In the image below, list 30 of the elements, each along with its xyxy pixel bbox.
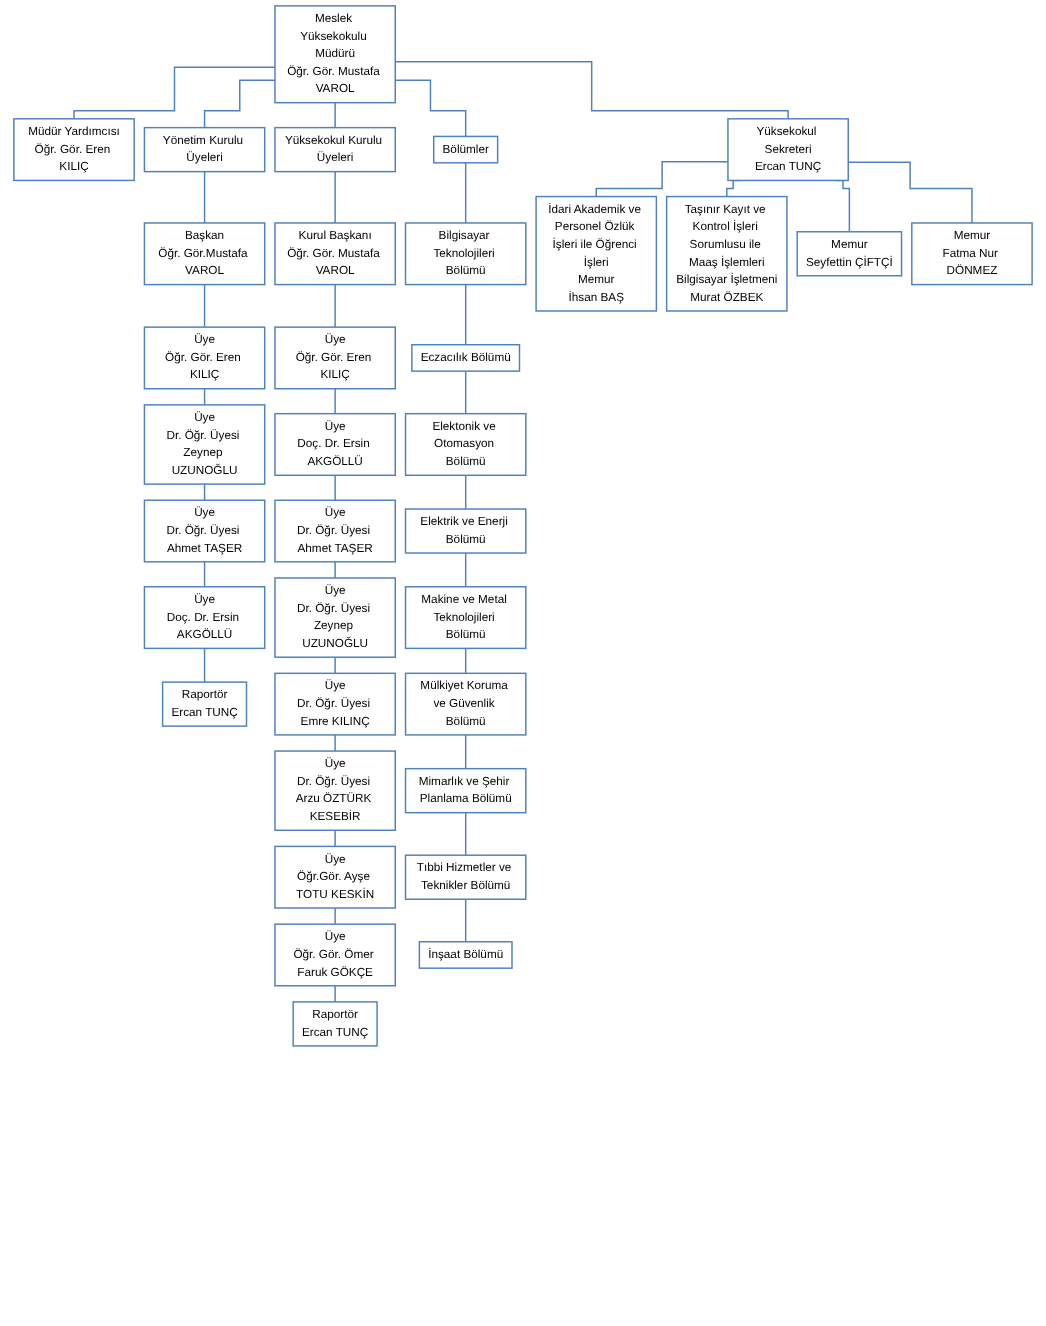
connector [464, 811, 467, 856]
connector [847, 161, 973, 224]
connector [334, 829, 336, 848]
connector [334, 283, 336, 328]
connector [595, 161, 729, 198]
connector [334, 734, 336, 752]
connector [203, 283, 206, 328]
connector [203, 170, 206, 224]
connector [464, 162, 467, 224]
connector [334, 101, 336, 129]
connector [334, 170, 336, 224]
connector [464, 283, 467, 346]
connector [203, 561, 206, 588]
connector [334, 907, 336, 925]
connector [334, 561, 336, 579]
connector [464, 370, 467, 415]
connector [73, 66, 276, 120]
connector [464, 474, 467, 510]
connector [203, 79, 276, 129]
connector [394, 61, 789, 120]
connector [334, 985, 336, 1003]
connector [334, 474, 336, 501]
connector [464, 552, 467, 588]
connector [464, 734, 467, 770]
connector [203, 647, 206, 683]
connector [464, 898, 467, 943]
connector [334, 656, 336, 675]
connector [394, 79, 467, 138]
connector [334, 388, 336, 415]
connector [464, 647, 467, 675]
